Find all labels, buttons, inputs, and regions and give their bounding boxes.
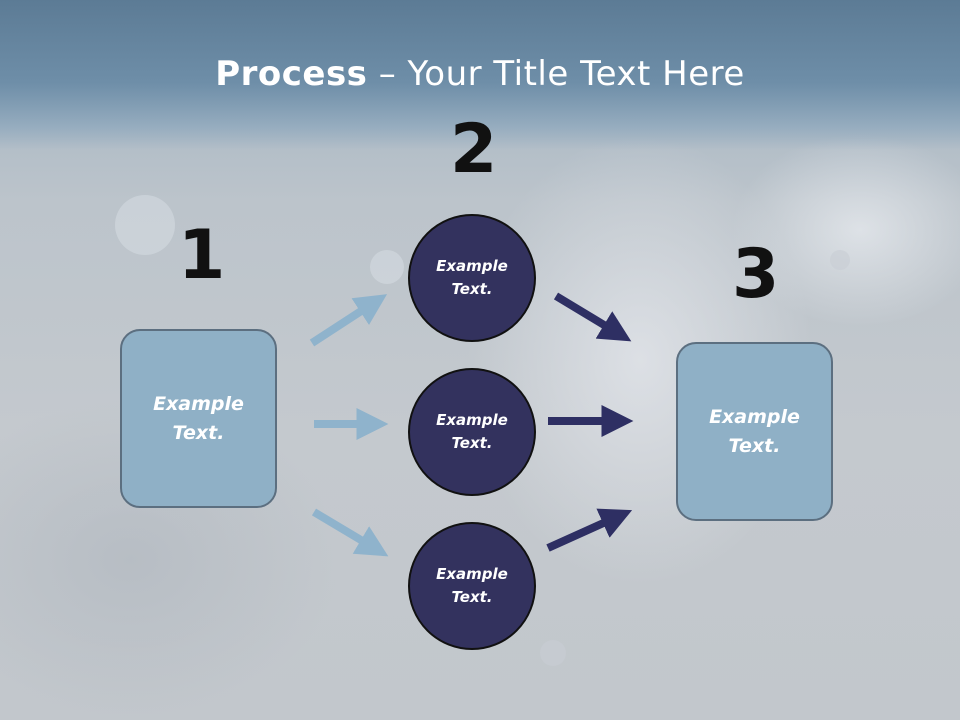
step-3-box: Example Text. xyxy=(676,342,833,521)
step-number-2: 2 xyxy=(450,110,498,189)
step-2-circle-top: Example Text. xyxy=(408,214,536,342)
arrow-up-right xyxy=(309,294,388,347)
arrow-down-right xyxy=(311,508,389,557)
step-2-circle-bottom: Example Text. xyxy=(408,522,536,650)
step-1-box: Example Text. xyxy=(120,329,277,508)
step-2-circle-middle: Example Text. xyxy=(408,368,536,496)
step-number-1: 1 xyxy=(178,216,226,295)
title-bold: Process xyxy=(215,54,368,94)
title-rest: – Your Title Text Here xyxy=(367,54,745,94)
title-band xyxy=(0,0,960,150)
slide-title: Process – Your Title Text Here xyxy=(0,54,960,94)
bokeh-decoration xyxy=(830,250,850,270)
bokeh-decoration xyxy=(370,250,404,284)
bokeh-decoration xyxy=(115,195,175,255)
arrow-down-right-dark xyxy=(553,292,632,342)
bokeh-decoration xyxy=(540,640,566,666)
step-number-3: 3 xyxy=(732,235,780,314)
arrow-up-right-dark xyxy=(546,508,633,552)
